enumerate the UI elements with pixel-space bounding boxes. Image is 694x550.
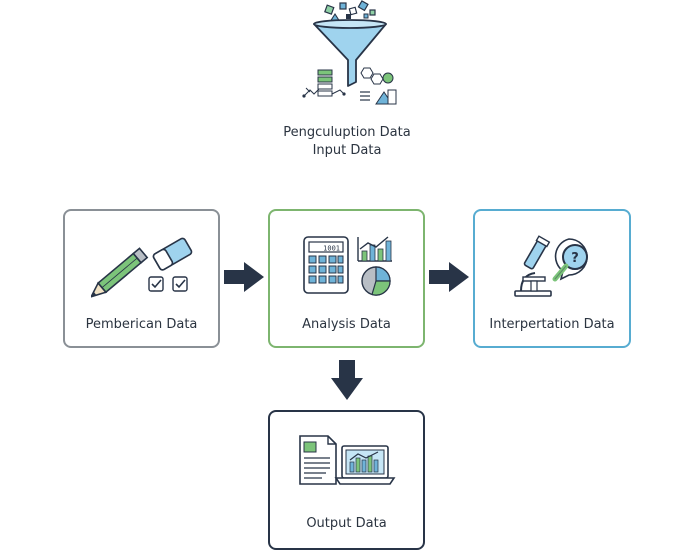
step-card-interpretation: ? Interpertation Data (473, 209, 631, 348)
step-label-analysis: Analysis Data (302, 317, 391, 332)
step-card-preparation: Pemberican Data (63, 209, 220, 348)
report-laptop-icon (299, 435, 396, 485)
output-label: Output Data (306, 516, 387, 531)
pencil-eraser-icon (91, 237, 193, 298)
input-title: Pengculuption Data (283, 125, 411, 140)
input-caption: Pengculuption Data Input Data (247, 124, 447, 160)
microscope-magnifier-icon: ? (514, 235, 588, 297)
arrow-right-icon (429, 262, 469, 292)
svg-text:?: ? (571, 251, 579, 266)
step-label-preparation: Pemberican Data (85, 317, 198, 332)
output-card: Output Data (268, 410, 425, 550)
funnel-icon (302, 0, 397, 105)
calculator-chart-icon: 1001 (303, 236, 392, 296)
input-subtitle: Input Data (312, 143, 382, 158)
funnel-illustration (290, 0, 410, 110)
arrow-down-icon (331, 360, 363, 400)
calculator-display: 1001 (323, 245, 340, 253)
step-card-analysis: 1001 Analysis Data (268, 209, 425, 348)
arrow-right-icon (224, 262, 264, 292)
step-label-interpretation: Interpertation Data (489, 317, 615, 332)
